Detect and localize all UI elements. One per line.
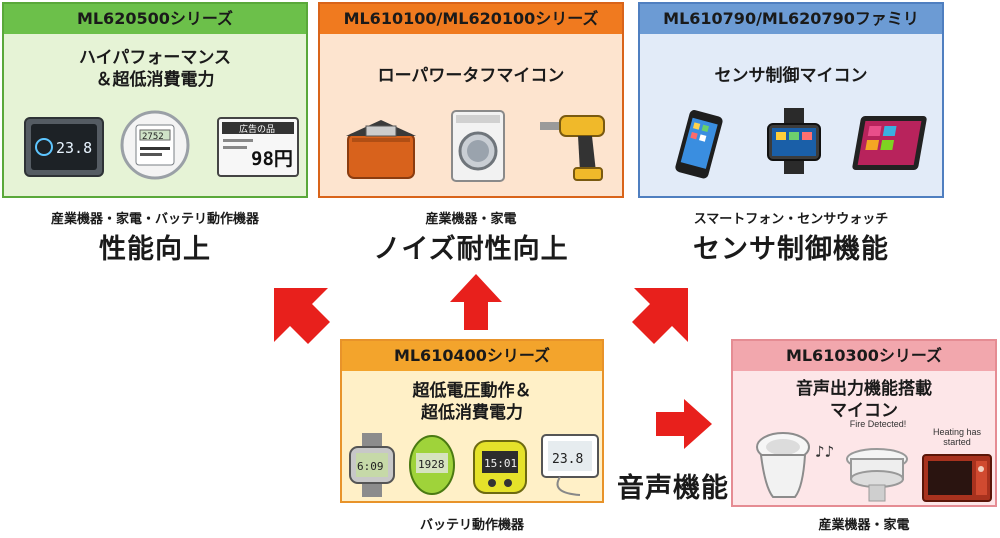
thermometer-reading: 23.8 [552, 452, 583, 467]
box-ml610790: ML610790/ML620790ファミリ センサ制御マイコン [638, 2, 944, 198]
box-ml620500-subtitle-2: ＆超低消費電力 [95, 70, 215, 90]
box-ml610790-subtitle: センサ制御マイコン [714, 66, 868, 86]
box-ml610300-subtitle-2: マイコン [830, 401, 898, 421]
kitchen-timer-icon: 15:01 [473, 440, 527, 494]
wrist-watch-icon: 6:09 [349, 433, 395, 497]
box-ml610300: ML610300シリーズ 音声出力機能搭載 マイコン ♪♪ Fire Detec… [731, 339, 997, 507]
heating-bubble: Heating has started [919, 427, 995, 447]
caption-ml610400: バッテリ動作機器 [419, 518, 524, 533]
meter-reading: 2752 [142, 132, 164, 142]
price-tag-icon: 広告の品 98円 [217, 117, 299, 177]
heating-bubble-line2: started [943, 437, 971, 447]
benefit-noise-immunity: ノイズ耐性向上 [373, 234, 569, 265]
box-ml610100-subtitle: ローパワータフマイコン [377, 66, 565, 86]
price-tag-price: 98円 [251, 148, 293, 170]
box-ml620500-title: ML620500シリーズ [4, 4, 306, 34]
smartphone-icon [675, 110, 723, 179]
box-ml610300-title: ML610300シリーズ [733, 341, 995, 371]
box-ml610100-title: ML610100/ML620100シリーズ [320, 4, 622, 34]
box-ml610100: ML610100/ML620100シリーズ ローパワータフマイコン [318, 2, 624, 198]
box-ml610400-subtitle-2: 超低消費電力 [421, 403, 523, 423]
tablet-icon [852, 116, 927, 170]
music-notes-icon: ♪♪ [815, 442, 834, 461]
microwave-oven-icon [922, 454, 992, 502]
thermostat-reading: 23.8 [56, 139, 92, 157]
box-ml610790-title: ML610790/ML620790ファミリ [640, 4, 942, 34]
smartwatch-icon [767, 108, 821, 174]
arrow-right [656, 399, 712, 449]
washing-machine-icon [451, 110, 505, 182]
arrow-up-right [632, 288, 688, 344]
timer-reading: 15:01 [484, 457, 517, 470]
heating-bubble-line1: Heating has [932, 427, 982, 437]
electric-meter-icon: 2752 [120, 110, 190, 180]
thermostat-icon: 23.8 [24, 117, 104, 177]
arrow-up-left [274, 288, 330, 344]
smoke-detector-icon [846, 448, 908, 502]
benefit-performance: 性能向上 [99, 234, 211, 265]
caption-ml620500: 産業機器・家電・バッテリ動作機器 [50, 212, 259, 227]
fire-bubble: Fire Detected! [847, 419, 909, 429]
pedometer-icon: 1928 [409, 435, 455, 495]
voice-function-label: 音声機能 [617, 473, 729, 504]
caption-ml610790: スマートフォン・センサウォッチ [693, 212, 889, 227]
box-ml610300-subtitle-1: 音声出力機能搭載 [796, 379, 932, 399]
digital-thermometer-icon: 23.8 [541, 434, 599, 496]
box-ml610400-subtitle-1: 超低電圧動作＆ [412, 381, 532, 401]
svg-text:♪♪: ♪♪ [815, 442, 834, 461]
fire-bubble-text: Fire Detected! [849, 419, 907, 429]
rice-cooker-icon [346, 120, 416, 179]
benefit-sensor-control: センサ制御機能 [693, 234, 889, 265]
box-ml620500: ML620500シリーズ ハイパフォーマンス ＆超低消費電力 23.8 2752… [2, 2, 308, 198]
caption-ml610100: 産業機器・家電 [425, 212, 517, 227]
box-ml610400-title: ML610400シリーズ [342, 341, 602, 371]
arrow-up [450, 274, 502, 330]
box-ml610400: ML610400シリーズ 超低電圧動作＆ 超低消費電力 6:09 1928 15… [340, 339, 604, 503]
toilet-icon [756, 432, 810, 498]
box-ml620500-subtitle-1: ハイパフォーマンス [79, 48, 231, 68]
watch-reading: 6:09 [357, 460, 384, 473]
power-drill-icon [540, 115, 605, 181]
caption-ml610300: 産業機器・家電 [818, 518, 910, 533]
price-tag-header: 広告の品 [239, 123, 275, 135]
pedometer-reading: 1928 [418, 458, 445, 471]
